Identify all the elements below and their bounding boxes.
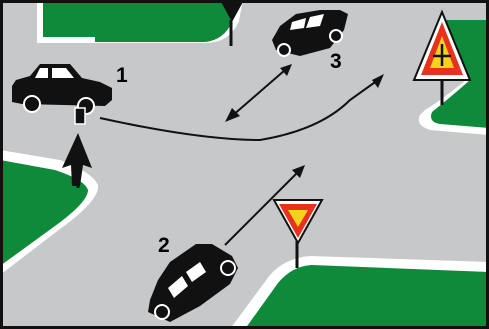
car-label-2: 2	[158, 234, 170, 257]
car-label-1: 1	[116, 64, 128, 87]
car-label-3: 3	[330, 50, 342, 73]
grass-top-left-fill	[95, 0, 235, 42]
